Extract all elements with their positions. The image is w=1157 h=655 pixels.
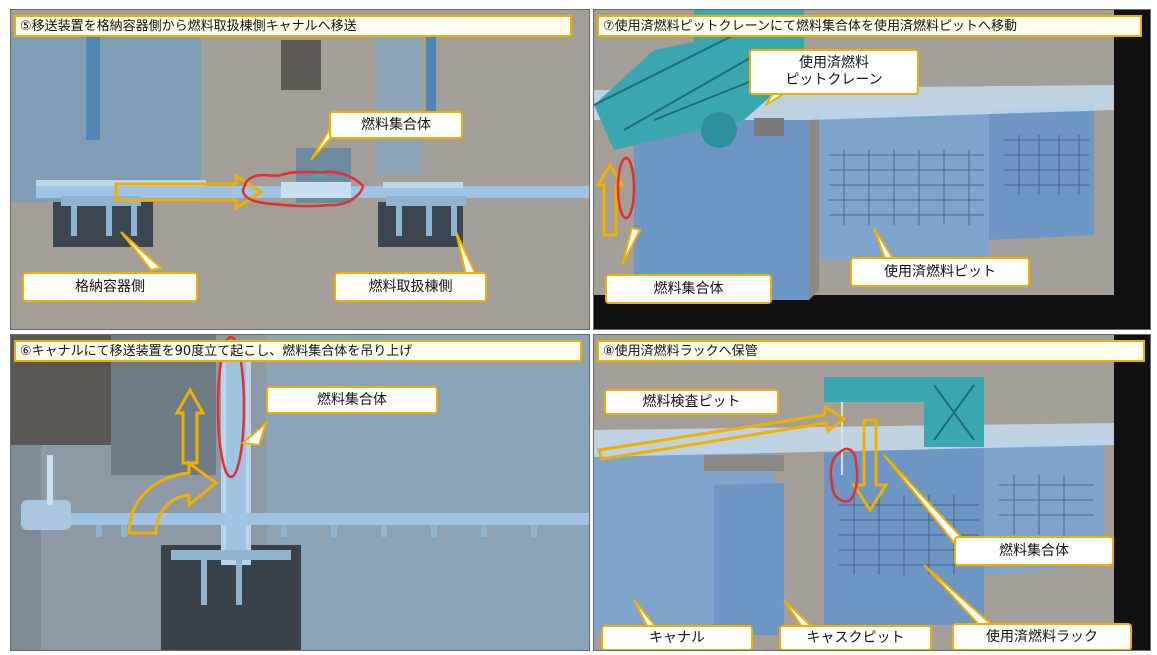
- panel-step-7: ⑦使用済燃料ピットクレーンにて燃料集合体を使用済燃料ピットへ移動 使用済燃料 ピ…: [593, 9, 1151, 330]
- panel-8-label-inspection-pit: 燃料検査ピット: [604, 389, 779, 415]
- panel-step-8: ⑧使用済燃料ラックへ保管 燃料検査ピット 燃料集合体 キャナル キャスクピット …: [593, 334, 1151, 651]
- panel-5-label-containment-side: 格納容器側: [22, 272, 198, 302]
- panel-7-label-crane-line2: ピットクレーン: [785, 72, 883, 88]
- panel-8-label-canal: キャナル: [601, 625, 753, 650]
- panel-step-5: ⑤移送装置を格納容器側から燃料取扱棟側キャナルへ移送 燃料集合体 格納容器側 燃…: [10, 9, 590, 330]
- panel-8-label-spent-fuel-rack: 使用済燃料ラック: [952, 623, 1132, 650]
- panel-8-label-cask-pit: キャスクピット: [779, 625, 932, 650]
- panel-8-title: ⑧使用済燃料ラックへ保管: [597, 340, 1145, 362]
- panel-7-label-spent-fuel-pit: 使用済燃料ピット: [850, 257, 1030, 287]
- panel-6-title: ⑥キャナルにて移送装置を90度立て起こし、燃料集合体を吊り上げ: [14, 340, 582, 362]
- panel-7-label-crane-line1: 使用済燃料: [799, 55, 869, 71]
- panel-7-label-crane: 使用済燃料 ピットクレーン: [749, 49, 919, 95]
- panel-6-scene: [11, 335, 589, 650]
- panel-step-6: ⑥キャナルにて移送装置を90度立て起こし、燃料集合体を吊り上げ 燃料集合体: [10, 334, 590, 651]
- panel-5-label-fuel-assembly: 燃料集合体: [329, 111, 463, 139]
- panel-7-label-fuel-assembly: 燃料集合体: [605, 274, 772, 304]
- panel-5-label-fuel-building-side: 燃料取扱棟側: [334, 272, 487, 302]
- panel-7-title: ⑦使用済燃料ピットクレーンにて燃料集合体を使用済燃料ピットへ移動: [597, 15, 1142, 37]
- panel-5-title: ⑤移送装置を格納容器側から燃料取扱棟側キャナルへ移送: [14, 15, 572, 37]
- panel-8-scene: [594, 335, 1150, 650]
- panel-8-label-fuel-assembly: 燃料集合体: [954, 536, 1114, 566]
- panel-6-label-fuel-assembly: 燃料集合体: [266, 386, 438, 414]
